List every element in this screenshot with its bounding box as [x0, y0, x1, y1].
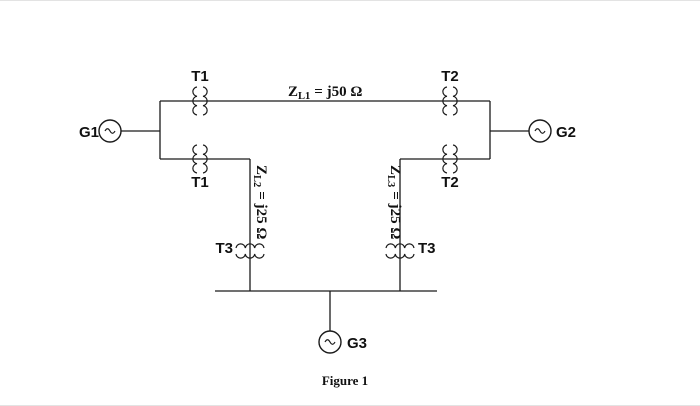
generator-g3-icon: [318, 330, 342, 354]
label-t1-bottom: T1: [191, 174, 209, 191]
transformer-t3-left-icon: [235, 243, 265, 259]
label-g2: G2: [556, 124, 576, 141]
transformer-t3-right-icon: [385, 243, 415, 259]
label-t2-top: T2: [441, 68, 459, 85]
label-impedance-zl3: ZL3= j25 Ω: [385, 165, 403, 239]
transformer-t1-top-icon: [192, 86, 208, 116]
generator-symbols: [98, 119, 552, 354]
wires: [121, 100, 529, 331]
label-t3-right: T3: [418, 240, 436, 257]
transformer-symbols: [192, 86, 458, 259]
transformer-t1-bottom-icon: [192, 144, 208, 174]
label-impedance-zl2: ZL2= j25 Ω: [251, 165, 269, 239]
generator-g1-icon: [98, 119, 122, 143]
transformer-t2-bottom-icon: [442, 144, 458, 174]
label-t3-left: T3: [215, 240, 233, 257]
label-g1: G1: [79, 124, 99, 141]
figure-caption: Figure 1: [322, 373, 368, 388]
label-t1-top: T1: [191, 68, 209, 85]
label-t2-bottom: T2: [441, 174, 459, 191]
generator-g2-icon: [528, 119, 552, 143]
label-g3: G3: [347, 335, 367, 352]
label-impedance-zl1: ZL1= j50 Ω: [288, 84, 362, 102]
transformer-t2-top-icon: [442, 86, 458, 116]
